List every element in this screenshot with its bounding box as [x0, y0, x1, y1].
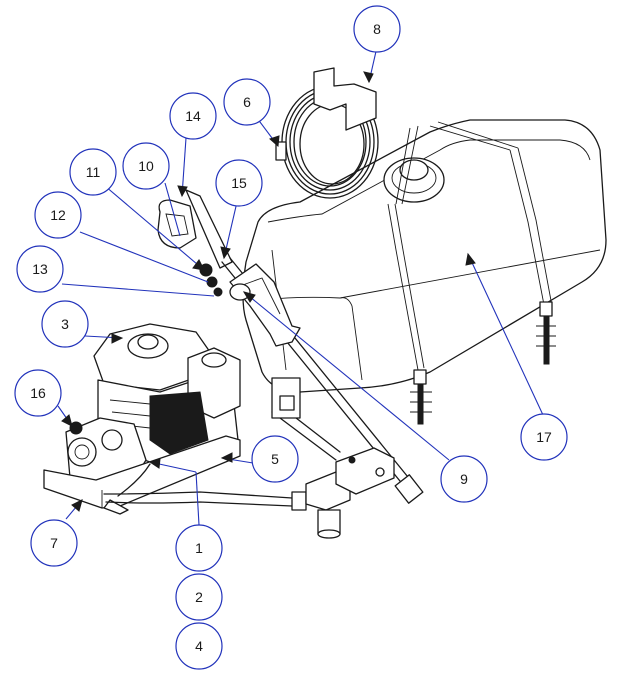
- hose-hanger-bracket: [313, 67, 377, 131]
- callout-15-label: 15: [231, 175, 247, 191]
- return-hose: [271, 377, 341, 461]
- strap-bolt-right: [536, 301, 556, 365]
- callout-16-label: 16: [30, 385, 46, 401]
- callout-13: 13: [16, 245, 64, 293]
- callout-8-label: 8: [373, 21, 381, 37]
- spray-gun: [157, 189, 233, 269]
- callout-3: 3: [41, 300, 89, 348]
- callout-1: 1: [175, 524, 223, 572]
- callout-12: 12: [34, 191, 82, 239]
- callout-6-label: 6: [243, 94, 251, 110]
- gun-holder-bracket: [229, 263, 301, 347]
- callout-5: 5: [251, 435, 299, 483]
- callout-1-label: 1: [195, 540, 203, 556]
- callout-12-label: 12: [50, 207, 66, 223]
- callout-14-label: 14: [185, 108, 201, 124]
- callout-7-label: 7: [50, 535, 58, 551]
- callout-2: 2: [175, 573, 223, 621]
- callout-8: 8: [353, 5, 401, 53]
- callout-13-label: 13: [32, 261, 48, 277]
- callout-6: 6: [223, 78, 271, 126]
- valve-manifold: [335, 447, 395, 495]
- callout-9: 9: [440, 455, 488, 503]
- suction-hose: [103, 463, 293, 507]
- base-plate: [43, 435, 241, 515]
- callout-9-label: 9: [460, 471, 468, 487]
- leader-arrowheads: [61, 71, 476, 512]
- callout-11-label: 11: [86, 164, 101, 180]
- callout-3-label: 3: [61, 316, 69, 332]
- callout-11: 11: [69, 148, 117, 196]
- strap-bolt-left: [410, 369, 432, 425]
- callout-4-label: 4: [195, 638, 203, 654]
- callout-2-label: 2: [195, 589, 203, 605]
- tank: [242, 119, 607, 425]
- callout-17: 17: [520, 413, 568, 461]
- callout-5-label: 5: [271, 451, 279, 467]
- callout-7: 7: [30, 519, 78, 567]
- callout-leaders: [57, 46, 544, 526]
- callout-4: 4: [175, 622, 223, 670]
- callout-10-label: 10: [138, 158, 154, 174]
- callout-16: 16: [14, 369, 62, 417]
- callout-14: 14: [169, 92, 217, 140]
- callout-17-label: 17: [536, 429, 552, 445]
- callout-10: 10: [122, 142, 170, 190]
- callout-15: 15: [215, 159, 263, 207]
